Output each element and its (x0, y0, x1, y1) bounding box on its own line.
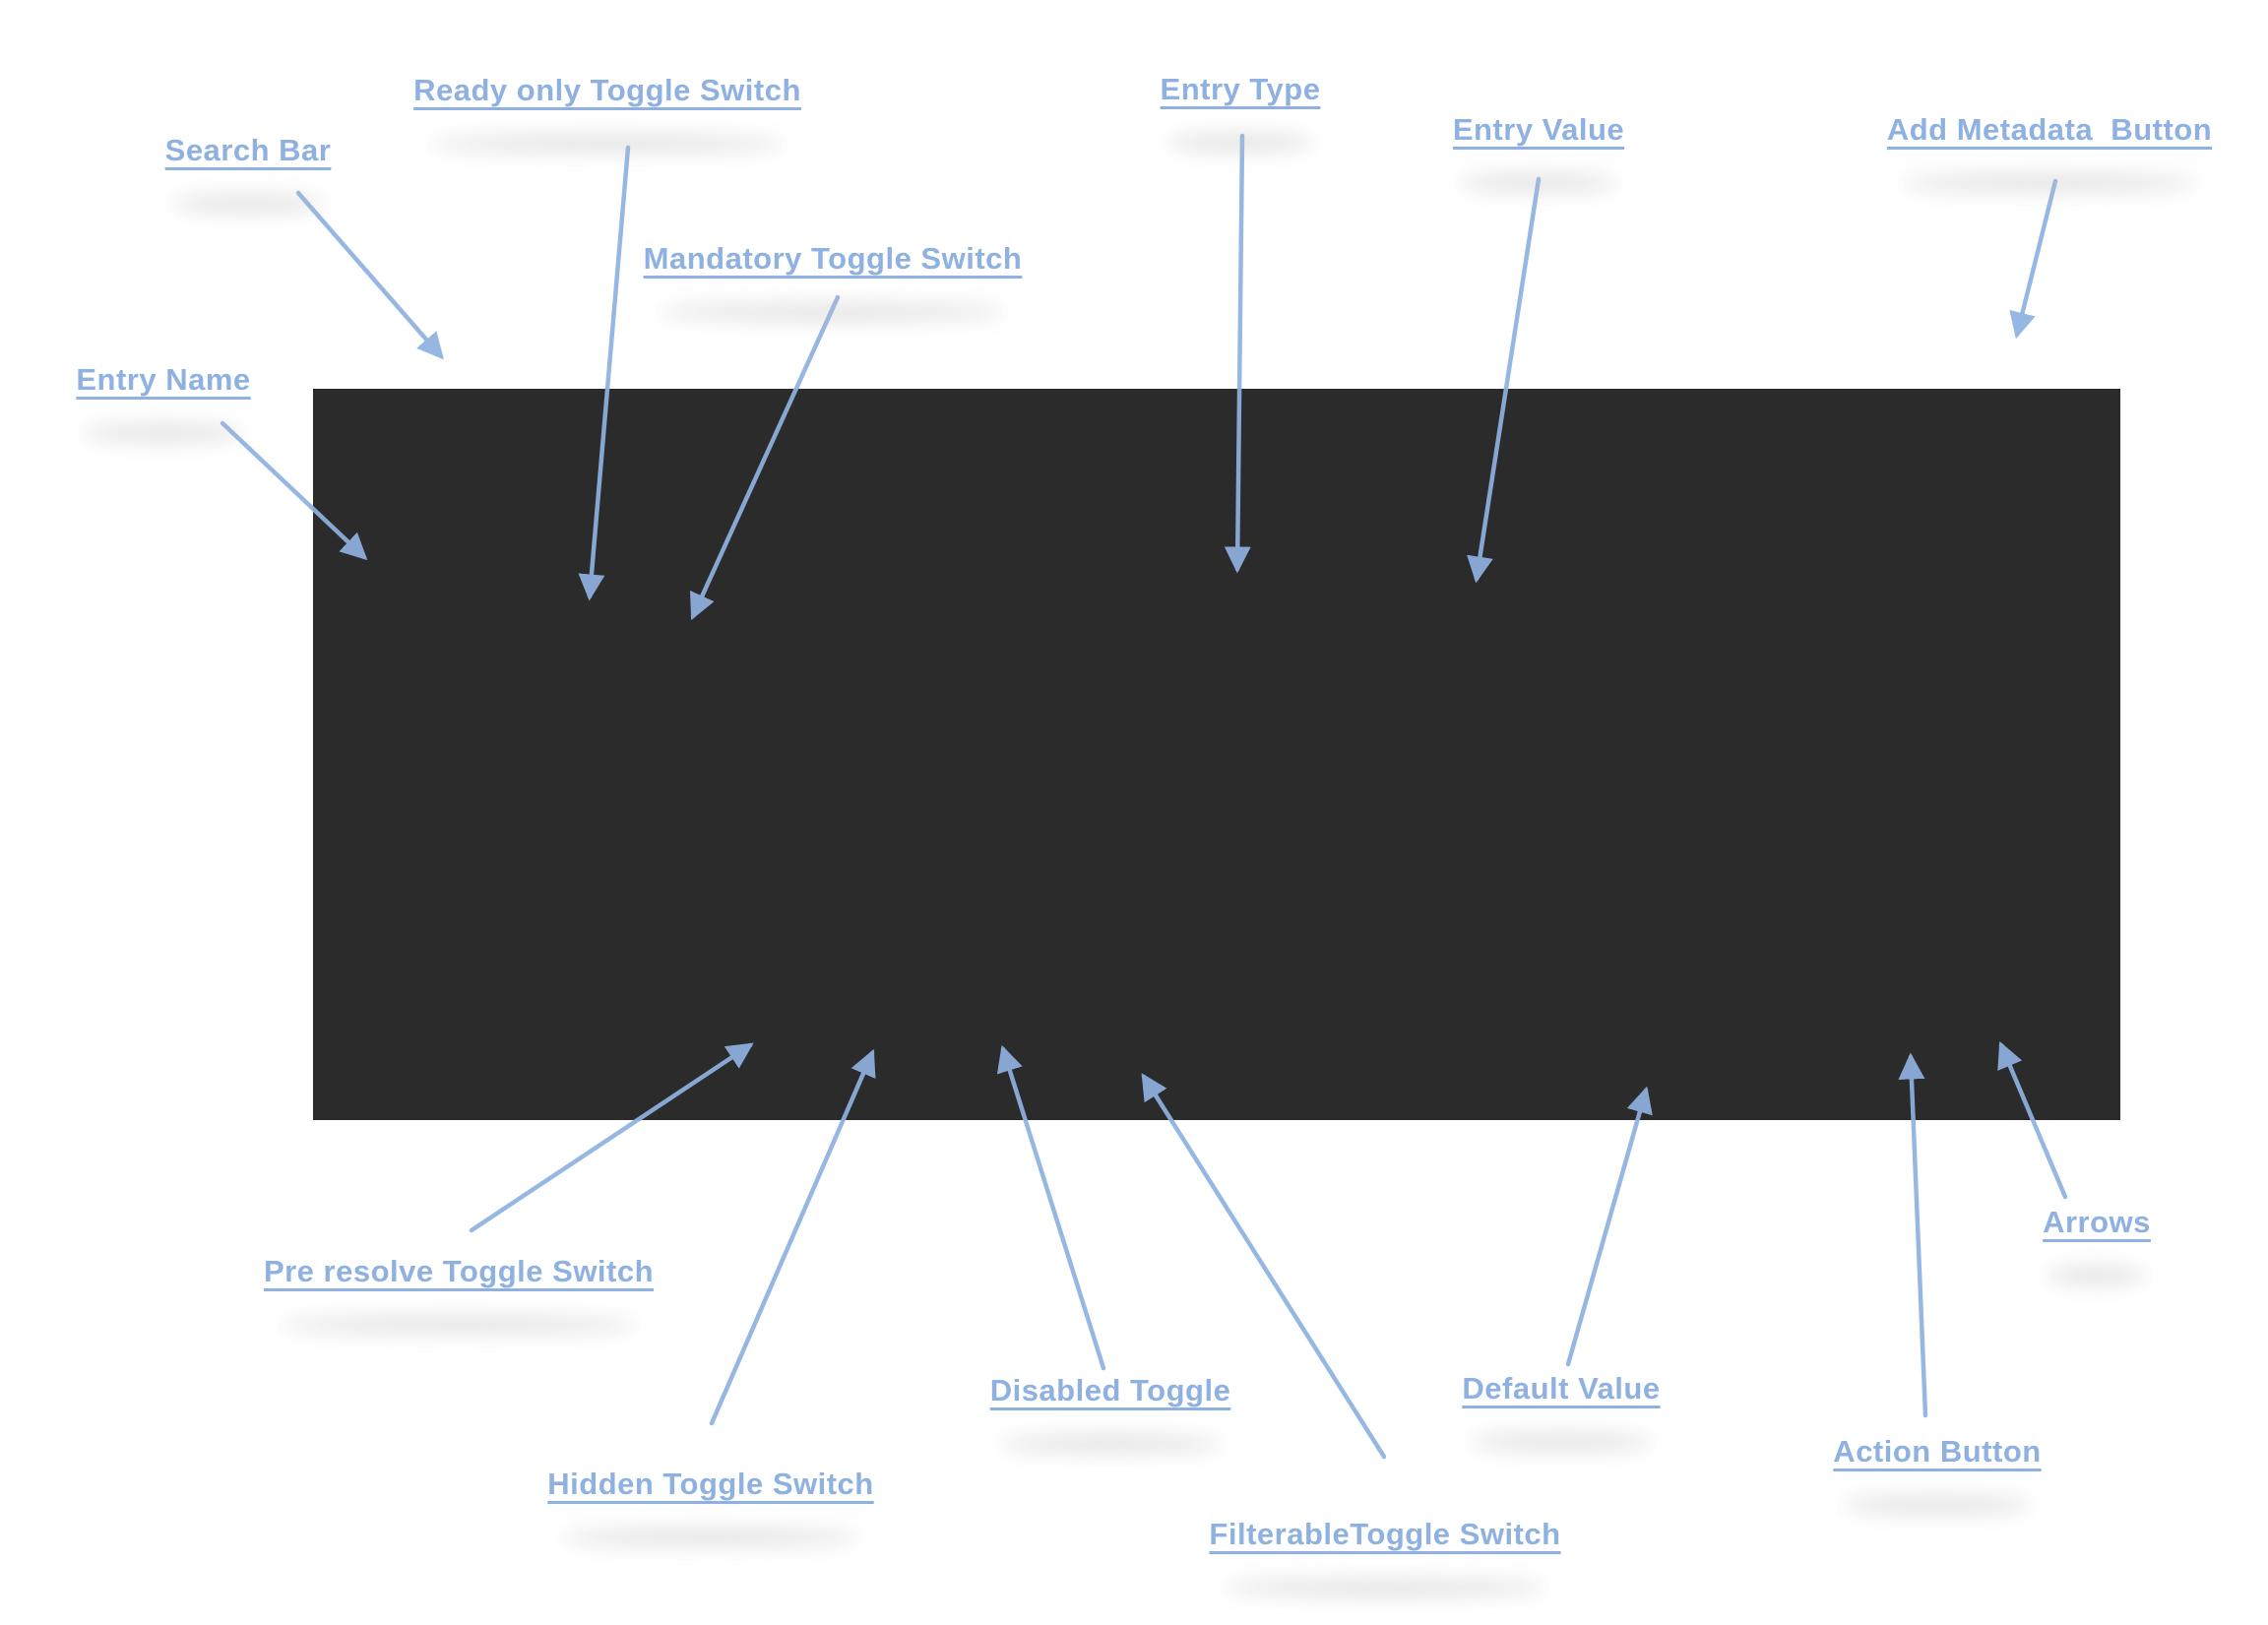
annotation-readonly: Ready only Toggle Switch (413, 73, 801, 107)
annotation-entry-type: Entry Type (1160, 72, 1321, 106)
annotation-action-button: Action Button (1833, 1434, 2042, 1469)
annotation-filterable: FilterableToggle Switch (1209, 1517, 1561, 1551)
default-value-arrow (1565, 1086, 1653, 1367)
annotation-disabled: Disabled Toggle (989, 1373, 1231, 1407)
annotation-mandatory: Mandatory Toggle Switch (643, 241, 1023, 276)
annotation-entry-name: Entry Name (76, 362, 251, 397)
annotation-default-value: Default Value (1462, 1371, 1661, 1406)
annotation-search-bar: Search Bar (164, 133, 332, 167)
annotation-add-metadata: Add Metadata Button (1886, 112, 2213, 147)
metadata-panel (313, 389, 2120, 1120)
annotation-hidden: Hidden Toggle Switch (547, 1467, 874, 1501)
search-bar-arrow (295, 190, 444, 360)
annotation-entry-value: Entry Value (1452, 112, 1625, 147)
add-metadata-arrow (2009, 178, 2058, 340)
annotation-arrows: Arrows (2043, 1205, 2151, 1239)
annotation-pre-resolve: Pre resolve Toggle Switch (263, 1254, 655, 1288)
